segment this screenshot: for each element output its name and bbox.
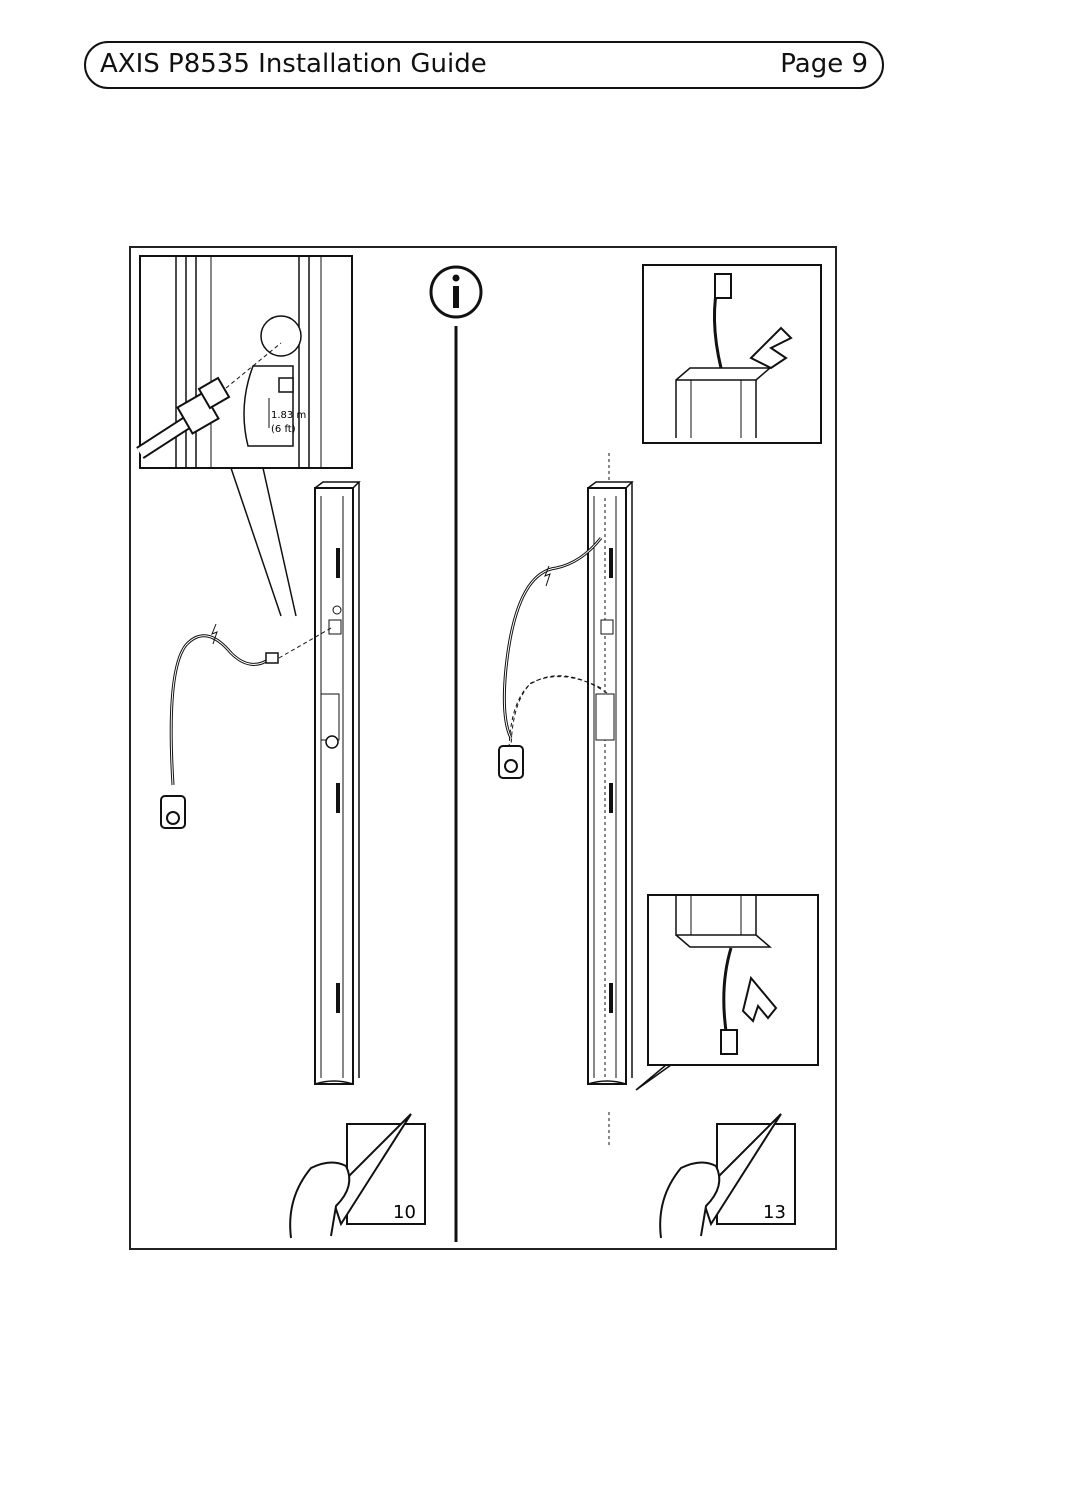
right-rail <box>587 453 634 1148</box>
next-step-left: 10 <box>393 1202 416 1223</box>
next-step-right: 13 <box>763 1202 786 1223</box>
page-number: Page 9 <box>780 49 868 79</box>
left-sensor-cable <box>160 623 332 829</box>
installation-figure: 1.83 m (6 ft) <box>129 246 837 1250</box>
detail-inset-bottom-right <box>635 894 819 1091</box>
next-step-icon-left: 10 <box>289 1113 426 1239</box>
cable-length-imperial: (6 ft) <box>271 424 296 435</box>
document-title: AXIS P8535 Installation Guide <box>100 49 487 79</box>
right-sensor-cable <box>498 537 608 779</box>
detail-inset-top-right <box>642 264 822 444</box>
detail-inset-connector: 1.83 m (6 ft) <box>136 255 353 469</box>
cable-length-metric: 1.83 m <box>271 410 306 421</box>
page-header: AXIS P8535 Installation Guide Page 9 <box>84 41 884 89</box>
figure-drawing: 1.83 m (6 ft) <box>136 255 822 1242</box>
next-step-icon-right: 13 <box>659 1113 796 1239</box>
center-divider <box>429 265 483 1242</box>
left-rail <box>314 481 361 1085</box>
